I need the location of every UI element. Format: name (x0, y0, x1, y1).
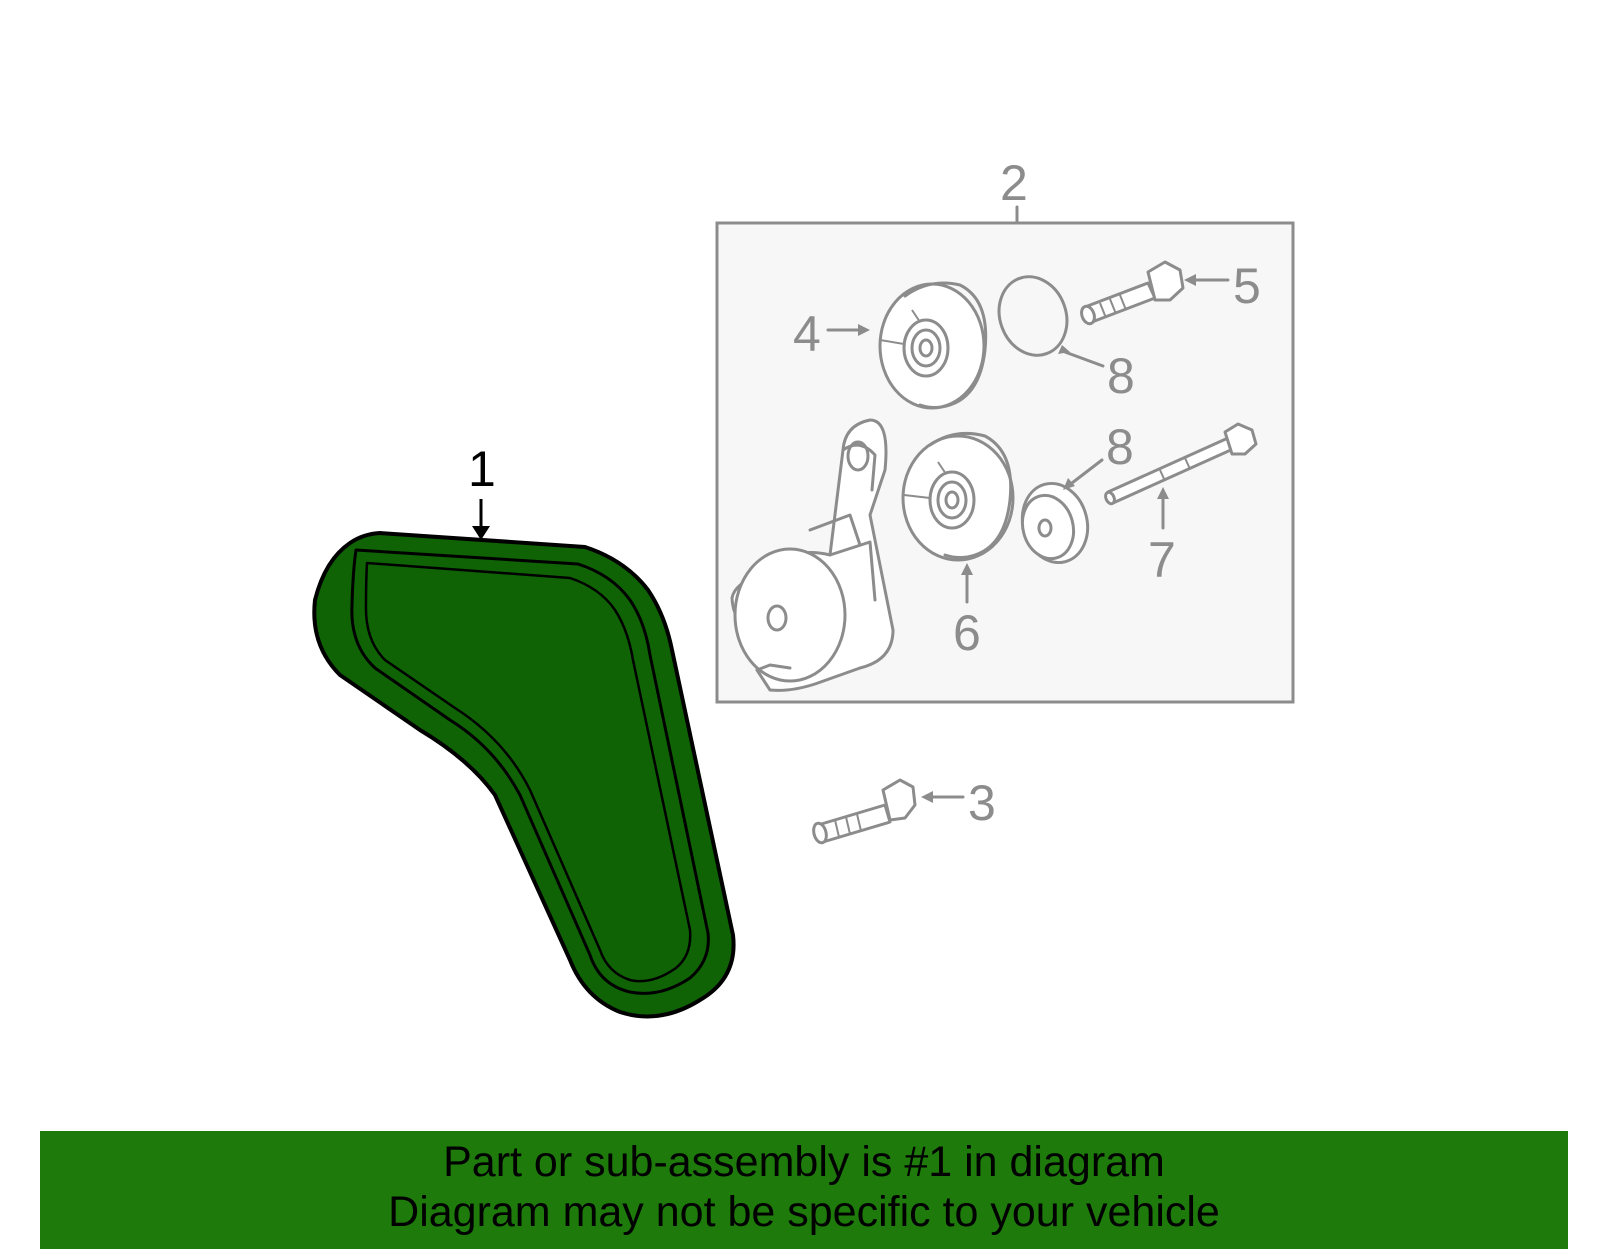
callout-3: 3 (968, 775, 996, 831)
idler-pulley-upper (878, 281, 988, 410)
dust-cap-upper (997, 275, 1069, 357)
callout-8-lower: 8 (1106, 419, 1134, 475)
belt-tensioner (730, 418, 895, 692)
banner-line-1: Part or sub-assembly is #1 in diagram (443, 1138, 1165, 1186)
bolt-7 (1104, 422, 1258, 506)
callout-6: 6 (953, 605, 981, 661)
callout-5: 5 (1233, 258, 1261, 314)
dust-cap-lower (1020, 481, 1090, 565)
callout-4: 4 (793, 306, 821, 362)
callout-1: 1 (468, 441, 496, 497)
callout-8-upper: 8 (1107, 348, 1135, 404)
info-banner: Part or sub-assembly is #1 in diagram Di… (40, 1131, 1568, 1249)
callout-7: 7 (1148, 532, 1176, 588)
callout-2: 2 (1000, 155, 1028, 211)
banner-line-2: Diagram may not be specific to your vehi… (388, 1188, 1220, 1236)
idler-pulley-lower (901, 432, 1015, 562)
bolt-3 (812, 778, 917, 845)
bolt-5 (1080, 260, 1185, 326)
drive-belt[interactable] (312, 531, 736, 1019)
